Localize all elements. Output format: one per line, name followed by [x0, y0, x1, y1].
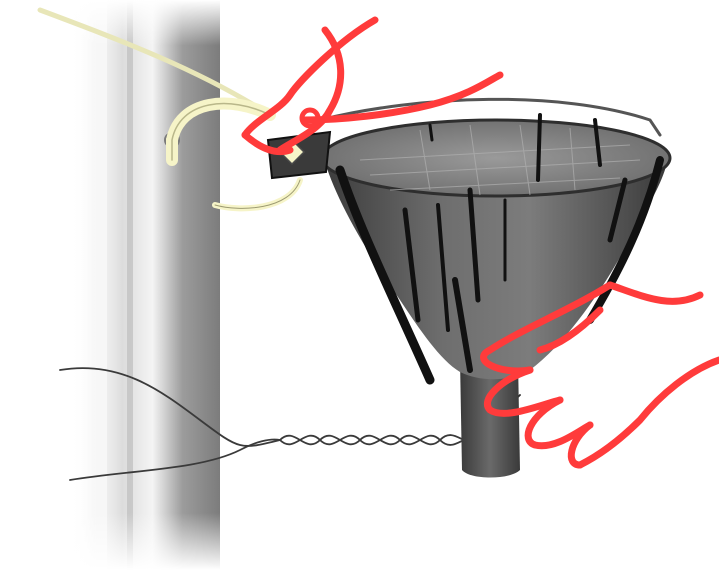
- cutters: [241, 16, 504, 156]
- cable-tie: [37, 7, 303, 212]
- funnel: [318, 97, 672, 478]
- funnel-spout: [460, 360, 520, 478]
- funnel-body: [322, 150, 668, 380]
- pole: [60, 0, 230, 570]
- funnel-ink: [318, 97, 664, 385]
- hand: [480, 281, 719, 469]
- funnel-mesh: [359, 124, 641, 196]
